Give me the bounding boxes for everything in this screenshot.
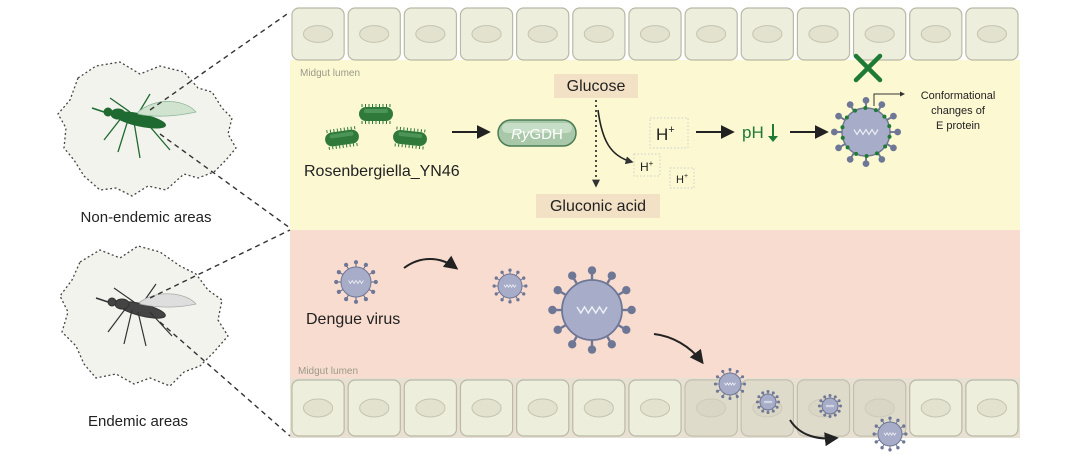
bottom-lumen-label: Midgut lumen	[298, 366, 358, 377]
non-endemic-label: Non-endemic areas	[81, 209, 212, 226]
bottom-panel-background	[290, 230, 1020, 380]
annotation-line-1: Conformational	[921, 90, 996, 102]
e-protein-mark	[883, 145, 887, 149]
top-lumen-label: Midgut lumen	[300, 68, 360, 79]
epithelial-cell	[404, 8, 456, 60]
bacterium-label: Rosenbergiella_YN46	[304, 163, 460, 180]
top-epithelium-cells	[292, 8, 1018, 60]
proton-small-2-label: H	[676, 174, 684, 186]
proton-large-label: H	[656, 125, 668, 144]
endemic-label: Endemic areas	[88, 413, 188, 430]
enzyme-pill: RyGDH	[498, 120, 576, 146]
e-protein-mark	[882, 115, 886, 119]
epithelial-cell	[517, 380, 569, 436]
proton-large-charge: +	[668, 124, 674, 136]
epithelial-cell	[348, 8, 400, 60]
epithelial-cell	[573, 380, 625, 436]
enzyme-label: RyGDH	[511, 126, 563, 143]
e-protein-mark	[840, 125, 844, 129]
enzyme-label-suffix: GDH	[530, 126, 563, 143]
epithelial-cell	[517, 8, 569, 60]
epithelial-cell	[910, 8, 962, 60]
e-protein-mark	[853, 109, 857, 113]
glucose-label: Glucose	[567, 78, 626, 95]
e-protein-mark	[888, 135, 892, 139]
epithelial-cell	[460, 380, 512, 436]
epithelial-cell	[797, 8, 849, 60]
epithelial-cell	[854, 8, 906, 60]
epithelial-cell	[460, 8, 512, 60]
gluconic-acid-label: Gluconic acid	[550, 198, 646, 215]
e-protein-mark	[865, 154, 869, 158]
e-protein-mark	[854, 152, 858, 156]
proton-small-2-charge: +	[684, 173, 688, 180]
proton-small-1-charge: +	[649, 159, 654, 168]
e-protein-mark	[887, 124, 891, 128]
epithelial-cell	[966, 380, 1018, 436]
e-protein-mark	[841, 136, 845, 140]
epithelial-cell	[629, 8, 681, 60]
e-protein-mark	[874, 108, 878, 112]
epithelial-cell	[910, 380, 962, 436]
epithelial-cell	[348, 380, 400, 436]
proton-small-1-label: H	[640, 160, 649, 174]
virus-label: Dengue virus	[306, 311, 400, 328]
epithelial-cell	[404, 380, 456, 436]
epithelial-cell	[573, 8, 625, 60]
annotation-line-3: E protein	[936, 120, 980, 132]
epithelial-cell	[966, 8, 1018, 60]
epithelial-cell	[685, 8, 737, 60]
epithelial-cell	[292, 380, 344, 436]
e-protein-mark	[875, 151, 879, 155]
e-protein-mark	[845, 115, 849, 119]
annotation-line-2: changes of	[931, 105, 986, 117]
enzyme-label-prefix: Ry	[511, 126, 531, 143]
e-protein-mark	[863, 106, 867, 110]
bottom-epithelium-cells	[292, 380, 1018, 436]
epithelial-cell	[629, 380, 681, 436]
ph-label: pH	[742, 123, 764, 142]
e-protein-mark	[846, 145, 850, 149]
epithelial-cell	[292, 8, 344, 60]
non-endemic-map-outline	[58, 62, 236, 196]
epithelial-cell	[741, 8, 793, 60]
